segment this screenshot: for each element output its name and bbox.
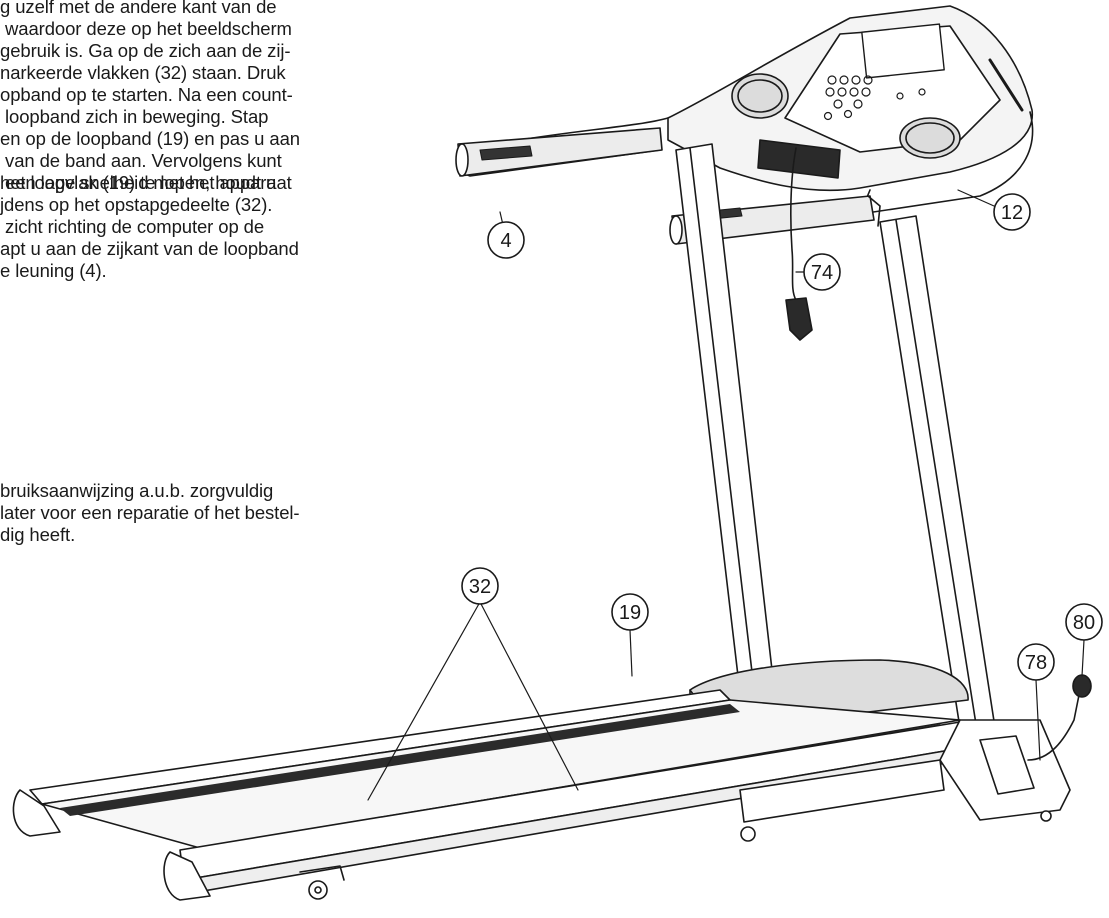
callout-12: 12 <box>993 193 1031 231</box>
paragraph1-line: opband op te starten. Na een count- <box>0 84 293 105</box>
paragraph1-line: g uzelf met de andere kant van de <box>0 0 277 17</box>
uprights <box>675 143 1001 767</box>
paragraph1-line: loopband zich in beweging. Stap <box>0 106 269 127</box>
callout-4: 4 <box>487 221 525 259</box>
console-speakers <box>731 73 961 159</box>
callout-74: 74 <box>803 253 841 291</box>
base-frame <box>739 719 1071 842</box>
paragraph3-line: bruiksaanwijzing a.u.b. zorgvuldig <box>0 480 274 501</box>
svg-text:80: 80 <box>1073 612 1095 634</box>
paragraph2-line: jdens op het opstapgedeelte (32). <box>0 194 273 215</box>
handrail-left <box>455 127 663 177</box>
paragraph1-line: gebruik is. Ga op de zich aan de zij- <box>0 40 291 61</box>
paragraph3-line: dig heeft. <box>0 524 76 545</box>
svg-text:32: 32 <box>469 576 491 598</box>
instruction-paragraph-start: g uzelf met de andere kant van de waardo… <box>0 0 300 194</box>
callout-19: 19 <box>611 593 649 631</box>
paragraph1-line: narkeerde vlakken (32) staan. Druk <box>0 62 286 83</box>
running-deck <box>12 689 965 901</box>
paragraph2-line: het loopvlak (19) te lopen, houdt u <box>0 172 277 193</box>
safety-key <box>785 147 813 341</box>
paragraph1-line: van de band aan. Vervolgens kunt <box>0 150 282 171</box>
callout-32: 32 <box>461 567 499 605</box>
svg-text:19: 19 <box>619 602 641 624</box>
paragraph3-line: later voor een reparatie of het bestel- <box>0 502 300 523</box>
console-buttons <box>823 75 926 121</box>
paragraph1-line: waardoor deze op het beeldscherm <box>0 18 292 39</box>
svg-text:78: 78 <box>1025 652 1047 674</box>
paragraph1-line: en op de loopband (19) en pas u aan <box>0 128 300 149</box>
svg-text:12: 12 <box>1001 202 1023 224</box>
svg-text:74: 74 <box>811 262 833 284</box>
paragraph1-line: een lage snelheid met het apparaat <box>0 172 292 193</box>
callout-78: 78 <box>1017 643 1055 681</box>
paragraph2-line: zicht richting de computer op de <box>0 216 265 237</box>
callout-80: 80 <box>1065 603 1103 641</box>
paragraph2-line: e leuning (4). <box>0 260 107 281</box>
svg-text:4: 4 <box>500 230 511 252</box>
paragraph2-line: apt u aan de zijkant van de loopband <box>0 238 299 259</box>
